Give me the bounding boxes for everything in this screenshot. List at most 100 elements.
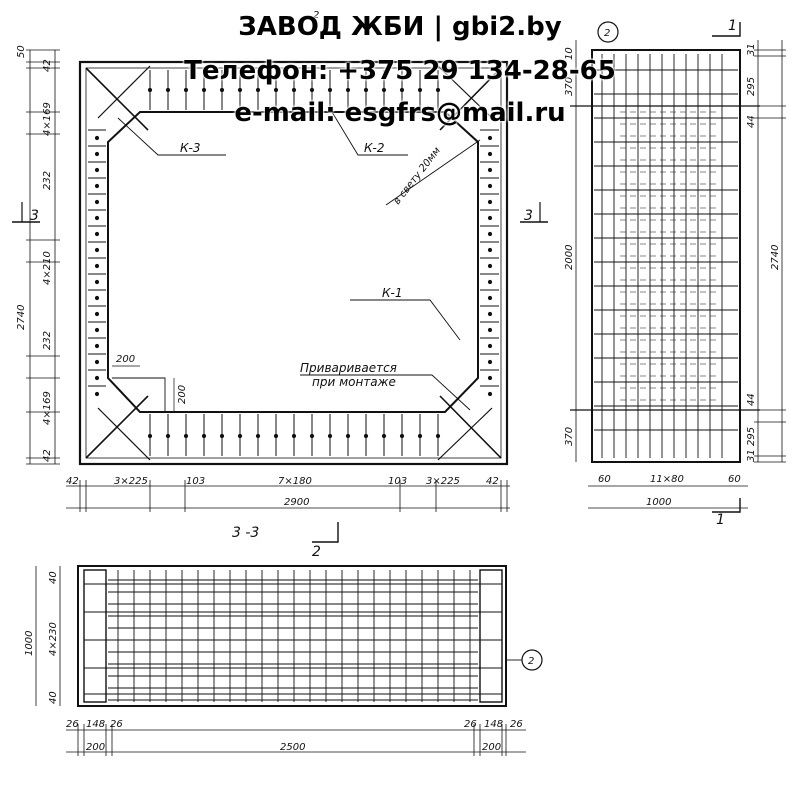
rebar-dot	[417, 87, 423, 93]
dim-label: 4×210	[42, 251, 53, 285]
end-block-right	[479, 569, 503, 703]
dim-label: 232	[42, 331, 53, 350]
dim-label: 50	[16, 45, 27, 58]
rebar-dot	[399, 87, 405, 93]
dim-label: 42	[66, 476, 79, 487]
rebar-dot	[94, 247, 100, 253]
section-mark-label: 3	[524, 208, 533, 224]
watermark-email: e-mail: esgfrs@mail.ru	[234, 98, 566, 128]
dim-label: 148	[86, 719, 105, 730]
label-k1: К-1	[382, 286, 402, 300]
overall-width-label: 1000	[646, 497, 671, 508]
front-view-text: 50 42 4×169 232 4×210 232 4×169 42 2740 …	[16, 10, 533, 560]
corner-brace	[97, 407, 151, 461]
dim-label: 44	[746, 393, 757, 406]
watermark-phone: Телефон: +375 29 134-28-65	[184, 56, 616, 86]
callout-number: 2	[528, 656, 534, 667]
overall-width-label: 2900	[284, 497, 309, 508]
label-k3: К-3	[180, 141, 200, 155]
callout-number: 2	[604, 28, 610, 39]
rebar-dot	[94, 375, 100, 381]
rebar-dot	[94, 151, 100, 157]
rebar-dot	[219, 433, 225, 439]
rebar-dot	[487, 279, 493, 285]
rebar-dot	[487, 391, 493, 397]
rebar-dot	[94, 343, 100, 349]
rebar-dot	[399, 433, 405, 439]
leader-weld	[300, 374, 471, 411]
rebar-dot	[487, 135, 493, 141]
label-k2: К-2	[364, 141, 384, 155]
dim-label: 370	[564, 77, 575, 96]
rebar-dot	[165, 433, 171, 439]
overall-width-label: 2500	[280, 742, 305, 753]
callout-circle	[521, 649, 543, 671]
rebar-dot	[363, 433, 369, 439]
rebar-dot	[165, 87, 171, 93]
rebar-dot	[94, 279, 100, 285]
dim-label: 4×169	[42, 102, 53, 136]
dim-label: 103	[186, 476, 205, 487]
front-view	[12, 49, 548, 543]
dim-label: 2000	[564, 245, 575, 270]
dim-label: 11×80	[650, 474, 684, 485]
rebar-dot	[487, 311, 493, 317]
rebar-dot	[487, 151, 493, 157]
corner-dim-label: 200	[116, 354, 135, 365]
corner-dim-label: 200	[177, 385, 188, 404]
section-view	[35, 565, 543, 756]
rebar-dot	[327, 433, 333, 439]
top-rebar-stirrups	[147, 70, 441, 110]
section-mark-2	[312, 522, 339, 543]
dim-label: 7×180	[278, 476, 312, 487]
rebar-dot	[94, 199, 100, 205]
rebar-dot	[94, 295, 100, 301]
corner-brace	[97, 65, 151, 119]
label-clear: в свету 20мм	[392, 145, 444, 207]
dim-label: 42	[42, 59, 53, 72]
rebar-dot	[487, 263, 493, 269]
rebar-dot	[487, 327, 493, 333]
rebar-dot	[237, 87, 243, 93]
rebar-dot	[147, 433, 153, 439]
dim-label: 295	[746, 427, 757, 446]
rebar-dot	[345, 87, 351, 93]
dim-label: 232	[42, 171, 53, 190]
dim-label: 40	[48, 571, 59, 584]
dim-label: 42	[42, 449, 53, 462]
side-view	[570, 21, 786, 513]
rebar-dot	[94, 167, 100, 173]
callout-circle	[597, 21, 619, 43]
leader-k3	[117, 117, 226, 156]
section-horizontal-bars	[84, 579, 502, 701]
rebar-dot	[237, 433, 243, 439]
leader-k2	[331, 111, 408, 156]
dim-label: 295	[746, 77, 757, 96]
dim-label: 103	[388, 476, 407, 487]
dim-label: 26	[110, 719, 123, 730]
bottom-dim-ticks	[79, 480, 508, 512]
dim-label: 200	[86, 742, 105, 753]
dim-label: 148	[484, 719, 503, 730]
section-mark-label: 3	[30, 208, 39, 224]
leader-k1	[350, 299, 461, 341]
bottom-rebar-stirrups	[147, 414, 441, 456]
side-right-dim-ticks	[754, 49, 786, 463]
dim-label: 44	[746, 115, 757, 128]
rebar-dot	[94, 135, 100, 141]
frame-inner-line	[85, 67, 502, 459]
rebar-dot	[255, 87, 261, 93]
frame-outer	[78, 60, 509, 466]
dim-label: 26	[66, 719, 79, 730]
watermark-company: ЗАВОД ЖБИ | gbi2.by	[238, 12, 562, 42]
side-horizontal-bars	[594, 69, 738, 431]
rebar-dot	[487, 215, 493, 221]
section-mark-1-bottom	[712, 498, 741, 513]
section-outline	[77, 565, 507, 707]
section-vertical-bars	[117, 570, 471, 702]
overall-height-label: 2740	[16, 305, 27, 330]
rebar-dot	[255, 433, 261, 439]
rebar-dot	[291, 433, 297, 439]
rebar-dot	[94, 263, 100, 269]
